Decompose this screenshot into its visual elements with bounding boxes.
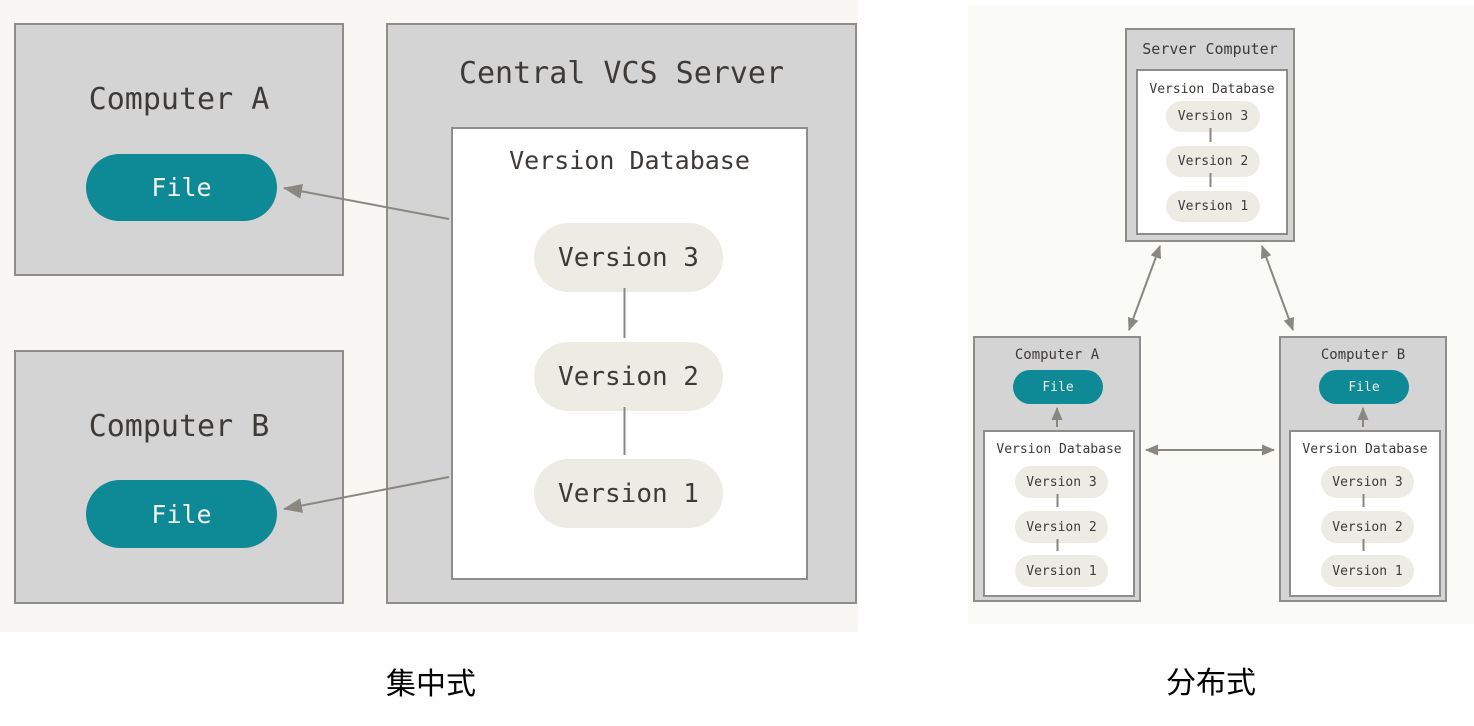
version-pill: Version 2: [1321, 511, 1414, 543]
distributed-computer-a-box: Computer A File Version Database Version…: [973, 336, 1141, 602]
centralized-computer-a-file-pill: File: [86, 154, 277, 221]
caption-centralized: 集中式: [386, 668, 476, 701]
distributed-computer-b-box: Computer B File Version Database Version…: [1279, 336, 1447, 602]
version-pill: Version 3: [1321, 466, 1414, 498]
distributed-computer-a-database-box: Version Database Version 3 Version 2 Ver…: [983, 430, 1135, 597]
version-pill: Version 1: [1166, 191, 1260, 222]
version-pill: Version 2: [1166, 146, 1260, 177]
centralized-computer-a-box: Computer A File: [14, 23, 344, 276]
distributed-computer-b-file-pill: File: [1319, 370, 1409, 404]
version-pill: Version 3: [534, 223, 723, 292]
centralized-version-database-box: Version Database Version 3 Version 2 Ver…: [451, 127, 808, 580]
version-pill: Version 1: [1321, 555, 1414, 587]
distributed-computer-b-title: Computer B: [1320, 347, 1406, 363]
centralized-computer-b-title: Computer B: [88, 409, 270, 444]
distributed-computer-a-title: Computer A: [1014, 347, 1100, 363]
distributed-server-box: Server Computer Version Database Version…: [1125, 28, 1295, 242]
version-pill: Version 2: [534, 342, 723, 411]
distributed-server-database-title: Version Database: [1149, 82, 1275, 97]
distributed-computer-a-file-pill: File: [1013, 370, 1103, 404]
version-pill: Version 1: [1015, 555, 1108, 587]
version-pill: Version 1: [534, 459, 723, 528]
centralized-computer-a-title: Computer A: [88, 82, 270, 117]
centralized-server-title: Central VCS Server: [458, 56, 785, 91]
distributed-computer-a-database-title: Version Database: [996, 442, 1122, 457]
distributed-server-database-box: Version Database Version 3 Version 2 Ver…: [1136, 69, 1288, 235]
caption-distributed: 分布式: [1166, 667, 1256, 700]
distributed-computer-b-database-title: Version Database: [1302, 442, 1428, 457]
centralized-version-database-title: Version Database: [509, 146, 750, 175]
distributed-server-title: Server Computer: [1142, 40, 1278, 58]
version-pill: Version 3: [1015, 466, 1108, 498]
distributed-computer-b-database-box: Version Database Version 3 Version 2 Ver…: [1289, 430, 1441, 597]
version-pill: Version 2: [1015, 511, 1108, 543]
centralized-computer-b-box: Computer B File: [14, 350, 344, 604]
centralized-computer-b-file-pill: File: [86, 480, 277, 548]
centralized-server-box: Central VCS Server Version Database Vers…: [386, 23, 857, 604]
version-pill: Version 3: [1166, 101, 1260, 132]
